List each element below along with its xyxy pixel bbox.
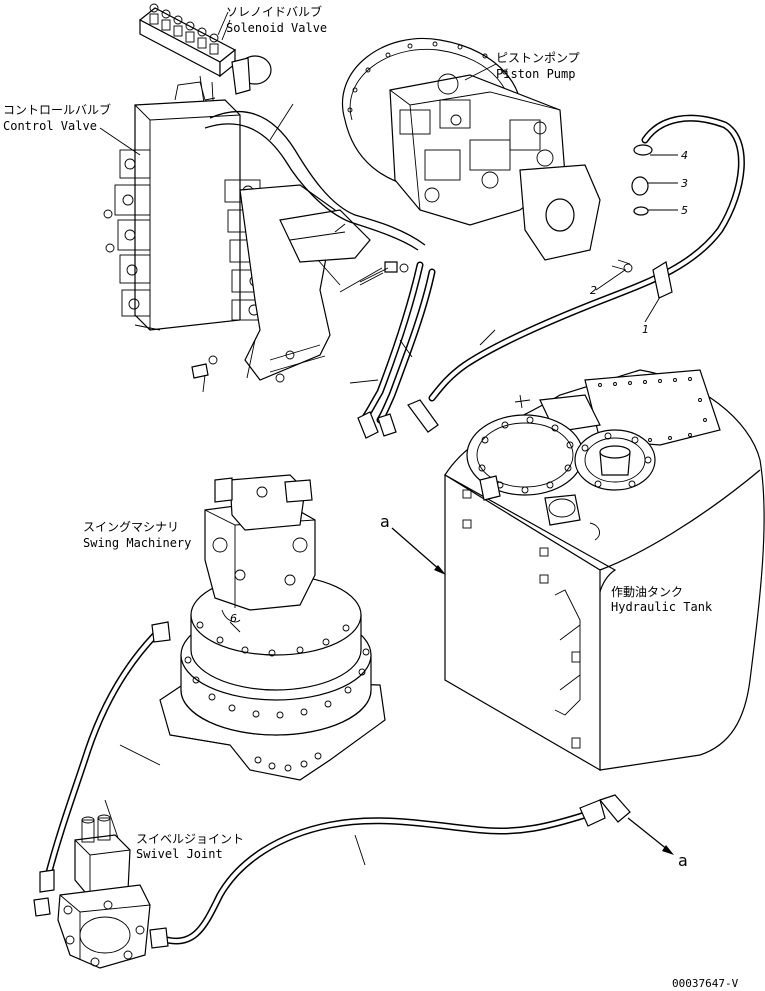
swing-machinery-label-jp: スイングマシナリ: [83, 520, 179, 534]
ref-a-tank: a: [380, 512, 390, 531]
hydraulic-tank-label-en: Hydraulic Tank: [611, 600, 713, 614]
control-valve-label-jp: コントロールバルブ: [3, 102, 111, 117]
ref-a-tank-arrow: [391, 527, 446, 575]
callout-2: 2: [590, 284, 597, 297]
ref-a-fitting-arrow: [627, 817, 674, 855]
swing-hose: [39, 621, 171, 893]
callout-4: 4: [681, 149, 688, 162]
ref-a-fitting: a: [678, 851, 688, 870]
swing-machinery-label-en: Swing Machinery: [83, 536, 191, 550]
pump-fittings: [611, 144, 653, 273]
swivel-joint-label-en: Swivel Joint: [136, 847, 223, 861]
solenoid-valve-label-jp: ソレノイドバルブ: [226, 4, 322, 19]
pump-hose: [428, 114, 745, 402]
solenoid-valve: [138, 3, 272, 119]
swivel-joint: [33, 814, 151, 969]
control-valve: [103, 81, 426, 383]
hydraulic-tank-label-jp: 作動油タンク: [611, 585, 683, 599]
control-valve-label-en: Control Valve: [3, 119, 97, 133]
piston-pump-label-jp: ピストンポンプ: [496, 51, 580, 65]
callout-5: 5: [681, 204, 688, 217]
callout-6: 6: [230, 612, 237, 625]
cv-hoses: [357, 261, 439, 439]
hydraulic-tank: [444, 369, 765, 772]
piston-pump: [342, 38, 601, 261]
callout-3: 3: [681, 177, 688, 190]
cv-fittings: [191, 261, 409, 379]
leader-lines: [99, 19, 678, 866]
swivel-joint-label-jp: スイベルジョイント: [136, 832, 244, 846]
swing-machinery: [159, 474, 386, 781]
solenoid-valve-label-en: Solenoid Valve: [226, 21, 327, 35]
part-number-callouts: 4 3 5 2 1 6 a a: [230, 149, 688, 870]
swivel-hose: [149, 794, 631, 949]
callout-1: 1: [642, 323, 649, 336]
component-labels: ソレノイドバルブ Solenoid Valve コントロールバルブ Contro…: [3, 4, 713, 861]
drawing-code: 00037647-V: [672, 977, 739, 990]
piston-pump-label-en: Piston Pump: [496, 67, 575, 81]
